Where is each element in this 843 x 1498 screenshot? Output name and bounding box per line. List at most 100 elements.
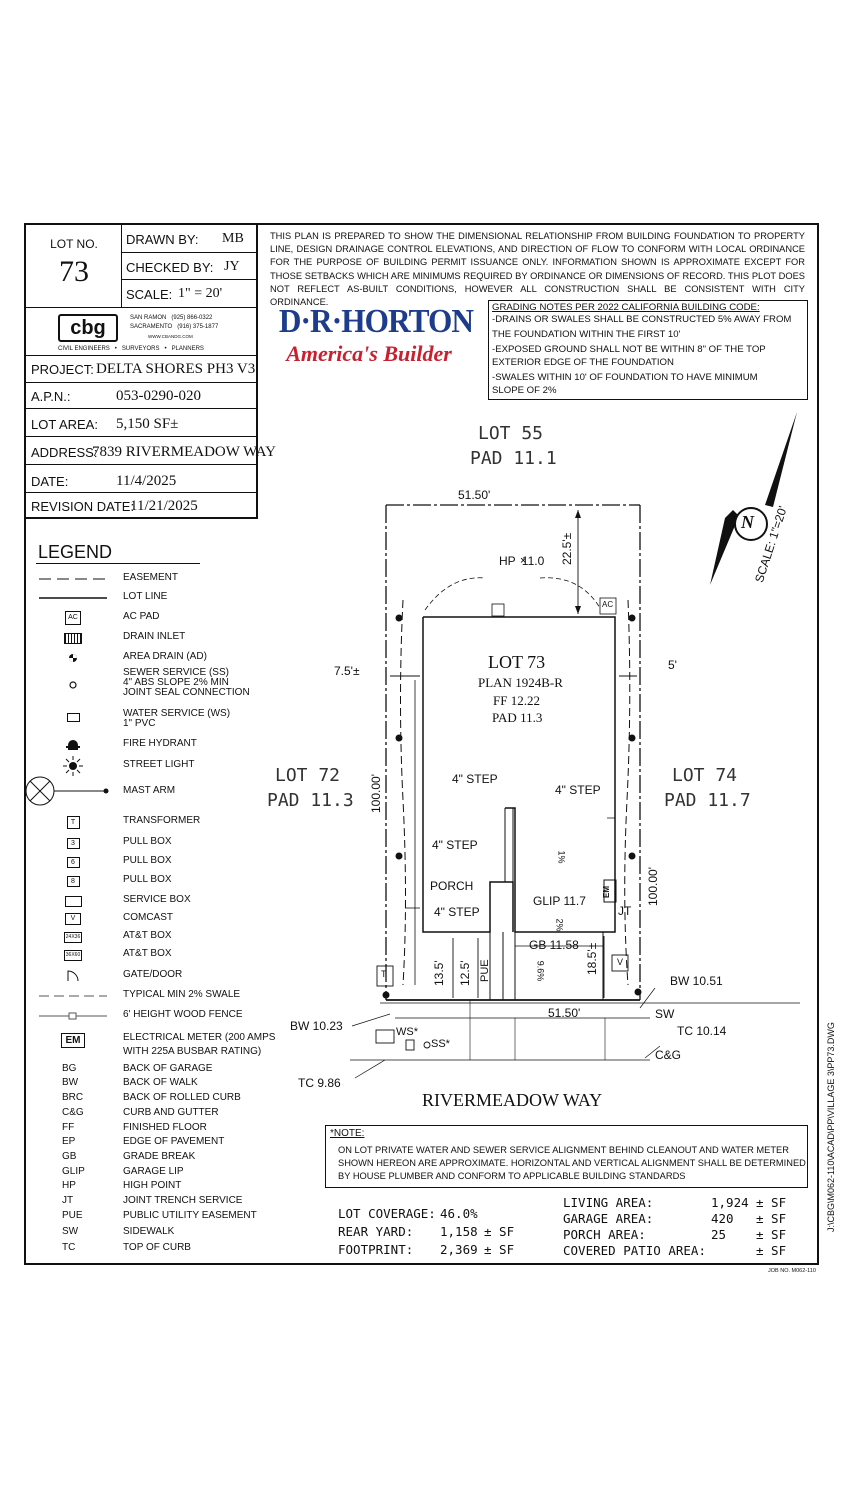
legend-row-drain-inlet: DRAIN INLET [38,629,258,647]
slope-label-1: 1% [556,850,567,864]
bottom-width-dim: 51.50' [548,1006,581,1020]
abbr-code: C&G [62,1107,84,1118]
cbg-city-1: SAN RAMON [130,315,167,321]
legend-row-service-box: SERVICE BOX [38,892,258,910]
pull-box-6-icon: 6 [38,853,108,871]
sw-label: SW [655,1007,675,1021]
area-drains [382,614,642,999]
legend-label: AT&T BOX [123,930,172,941]
legend-row-comcast: V COMCAST [38,910,258,928]
coverage-label: LOT COVERAGE: [338,1206,436,1221]
legend-row-pull-box-8: 8 PULL BOX [38,872,258,890]
tc-left-label: TC 9.86 [298,1076,341,1090]
drhorton-logo: D·R·HORTON America's Builder [271,303,474,369]
gb-label: GB 11.58 [529,938,579,952]
checked-by-value: JY [224,259,240,274]
legend-row-pull-box-3: 3 PULL BOX [38,834,258,852]
revision-cell: REVISION DATE: 11/21/2025 [26,493,258,519]
legend-label: PULL BOX [123,855,172,866]
abbr-meaning: BACK OF ROLLED CURB [123,1092,241,1103]
legend-label: WATER SERVICE (WS) 1" PVC [123,709,230,729]
abbr-code: TC [62,1242,76,1253]
footprint-unit: ± SF [484,1242,515,1257]
lot-no-value: 73 [59,255,89,288]
porch-area-unit: ± SF [756,1227,787,1242]
cbg-phone-1: (925) 866-0322 [171,315,213,321]
swale-icon [38,987,108,1005]
water-label-2: 1" PVC [123,718,156,729]
legend-row-transformer: T TRANSFORMER [38,813,258,831]
abbr-code: BW [62,1077,79,1088]
disclaimer-text: THIS PLAN IS PREPARED TO SHOW THE DIMENS… [270,231,805,308]
abbr-meaning: TOP OF CURB [123,1242,191,1253]
patio-unit: ± SF [756,1243,787,1258]
lot-55-pad: PAD 11.1 [470,448,557,469]
footnote-text: ON LOT PRIVATE WATER AND SEWER SERVICE A… [338,1145,806,1181]
legend-label: TYPICAL MIN 2% SWALE [123,989,241,1000]
left-depth-dim: 100.00' [369,774,383,813]
sheet-border [24,223,819,1265]
street-name: RIVERMEADOW WAY [422,1090,603,1110]
cbg-contact: SAN RAMON (925) 866-0322 SACRAMENTO (916… [130,314,218,341]
hp-label: HP 11.0 [499,554,544,570]
plan-label: PLAN 1924B-R [478,675,563,690]
north-label: N [741,512,754,532]
abbr-code: PUE [62,1210,83,1221]
slope-label-2: 2% [554,918,565,932]
drawn-by-cell: DRAWN BY: MB [122,225,258,253]
slope-label-3: 9.6% [535,960,546,982]
cbg-cell: cbg SAN RAMON (925) 866-0322 SACRAMENTO … [26,308,258,356]
legend-row-water-service: WATER SERVICE (WS) 1" PVC [38,708,258,732]
date-cell: DATE: 11/4/2025 [26,465,258,493]
lot-73-label: LOT 73 [488,652,546,672]
ws-label: WS* [396,1026,418,1038]
dim-13-5: 13.5' [432,960,446,986]
patio-label: COVERED PATIO AREA: [563,1243,706,1258]
transformer-marker: T [381,969,387,979]
apn-cell: A.P.N.: 053-0290-020 [26,383,258,409]
att-box-2-icon: 36X60 [38,946,108,964]
ss-label: SS* [431,1038,450,1050]
legend-row-area-drain: AREA DRAIN (AD) [38,649,258,667]
step-label-1: 4" STEP [452,772,498,786]
cbg-tag-1: CIVIL ENGINEERS [58,346,110,352]
pue-label: PUE [479,959,491,982]
cbg-url: WWW.CBANDG.COM [148,334,193,339]
abbr-meaning: EDGE OF PAVEMENT [123,1136,225,1147]
fire-hydrant-icon [38,736,108,754]
grading-note-6: SLOPE OF 2% [492,385,557,396]
legend-row-gate-door: GATE/DOOR [38,967,258,985]
legend-row-easement: EASEMENT [38,570,258,588]
legend-row-electrical-meter: EM ELECTRICAL METER (200 AMPS WITH 225A … [38,1031,275,1059]
address-label: ADDRESS: [31,445,98,460]
top-width-dim: 51.50' [458,488,491,502]
grading-note-1: -DRAINS OR SWALES SHALL BE CONSTRUCTED 5… [492,314,792,325]
em-label-1: ELECTRICAL METER (200 AMPS [123,1032,276,1043]
tc-right-label: TC 10.14 [677,1024,727,1038]
solid-line-icon [38,589,108,607]
legend-label: AREA DRAIN (AD) [123,651,207,662]
transformer-icon: T [38,813,108,831]
electrical-meter-icon: EM [38,1031,108,1049]
pull-box-3-icon: 3 [38,834,108,852]
revision-label: REVISION DATE: [31,499,135,514]
grading-notes-title: GRADING NOTES PER 2022 CALIFORNIA BUILDI… [492,302,760,313]
legend-row-att-box-2: 36X60 AT&T BOX [38,946,258,964]
cbg-tagline: CIVIL ENGINEERS • SURVEYORS • PLANNERS [58,346,204,352]
cbg-phone-2: (916) 375-1877 [177,324,219,330]
lot-72-pad: PAD 11.3 [267,790,354,811]
grading-note-5: -SWALES WITHIN 10' OF FOUNDATION TO HAVE… [492,372,758,383]
jt-label: JT [618,904,632,918]
legend-label: COMCAST [123,912,173,923]
grading-notes-box: GRADING NOTES PER 2022 CALIFORNIA BUILDI… [488,300,808,400]
step-label-3: 4" STEP [432,838,478,852]
abbr-meaning: PUBLIC UTILITY EASEMENT [123,1210,257,1221]
apn-value: 053-0290-020 [116,388,201,404]
legend-title: LEGEND [38,542,113,562]
abbr-meaning: HIGH POINT [123,1180,182,1191]
north-arrow-icon [710,412,797,585]
legend-underline [36,563,200,564]
drawn-by-value: MB [222,231,244,246]
fence-icon [38,1007,108,1025]
ac-pad-marker: AC [602,600,614,609]
